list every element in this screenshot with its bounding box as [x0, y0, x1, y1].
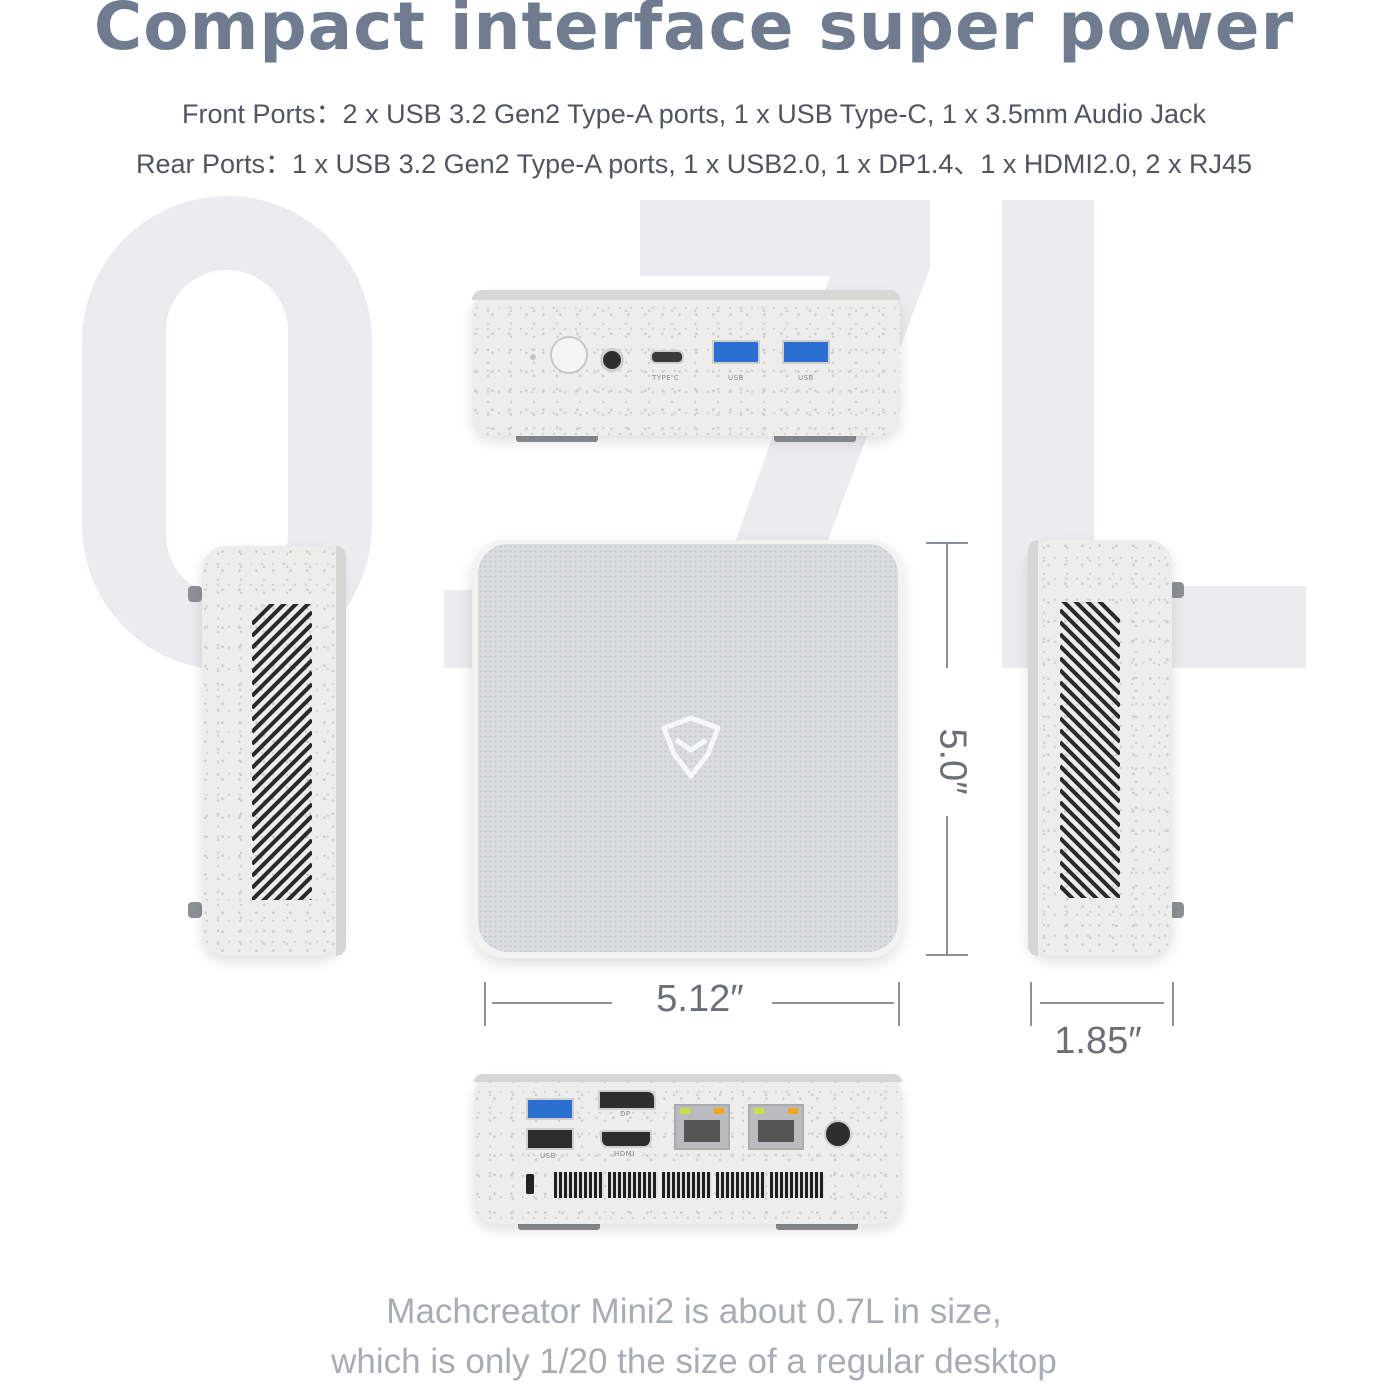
top-view-device [472, 540, 904, 960]
rear-vent-icon [716, 1172, 766, 1198]
right-side-view-device [1024, 540, 1188, 960]
mesh-top-panel [478, 544, 898, 952]
rear-vent-icon [770, 1172, 824, 1198]
usb2-port-icon [526, 1128, 574, 1150]
page-title: Compact interface super power [93, 0, 1295, 65]
usb-port-label: USB [540, 1152, 556, 1160]
vent-grille-icon [1060, 602, 1120, 898]
front-ports-spec: Front Ports：2 x USB 3.2 Gen2 Type-A port… [182, 99, 1206, 129]
rear-vent-icon [554, 1172, 604, 1198]
rear-vent-icon [662, 1172, 712, 1198]
usb-port-label: USB [728, 374, 744, 382]
brand-logo-icon [661, 715, 721, 779]
audio-jack-icon [600, 348, 624, 372]
left-side-view-device [188, 546, 348, 960]
dp-port-label: DP [620, 1110, 631, 1118]
width-dimension-label: 5.12″ [656, 978, 744, 1020]
rj45-port-icon [674, 1104, 730, 1150]
description-line-1: Machcreator Mini2 is about 0.7L in size, [386, 1292, 1002, 1331]
usb-port-label: USB [798, 374, 814, 382]
front-view-device: TYPE C USB USB [472, 290, 902, 450]
rear-view-device: USB DP HDMI [474, 1074, 904, 1238]
usb3-port-icon [526, 1098, 574, 1120]
usb-c-port-icon [650, 350, 684, 364]
usb3-port-icon [782, 340, 830, 364]
height-dimension-label: 5.0″ [931, 728, 974, 795]
rear-vent-icon [608, 1172, 658, 1198]
usb3-port-icon [712, 340, 760, 364]
description-line-2: which is only 1/20 the size of a regular… [331, 1342, 1057, 1381]
rj45-port-icon [748, 1104, 804, 1150]
depth-dimension-label: 1.85″ [1054, 1020, 1142, 1062]
width-dimension-line [484, 982, 486, 1026]
hdmi-port-label: HDMI [614, 1150, 635, 1158]
dc-power-jack-icon [824, 1120, 852, 1148]
kensington-lock-icon [526, 1174, 534, 1194]
displayport-icon [598, 1090, 656, 1110]
hdmi-port-icon [600, 1130, 652, 1148]
status-led-icon [530, 354, 536, 360]
vent-grille-icon [252, 604, 312, 900]
rear-ports-spec: Rear Ports：1 x USB 3.2 Gen2 Type-A ports… [136, 149, 1252, 179]
typec-port-label: TYPE C [652, 374, 680, 382]
depth-dimension-line [1030, 982, 1032, 1026]
power-button[interactable] [550, 336, 588, 374]
